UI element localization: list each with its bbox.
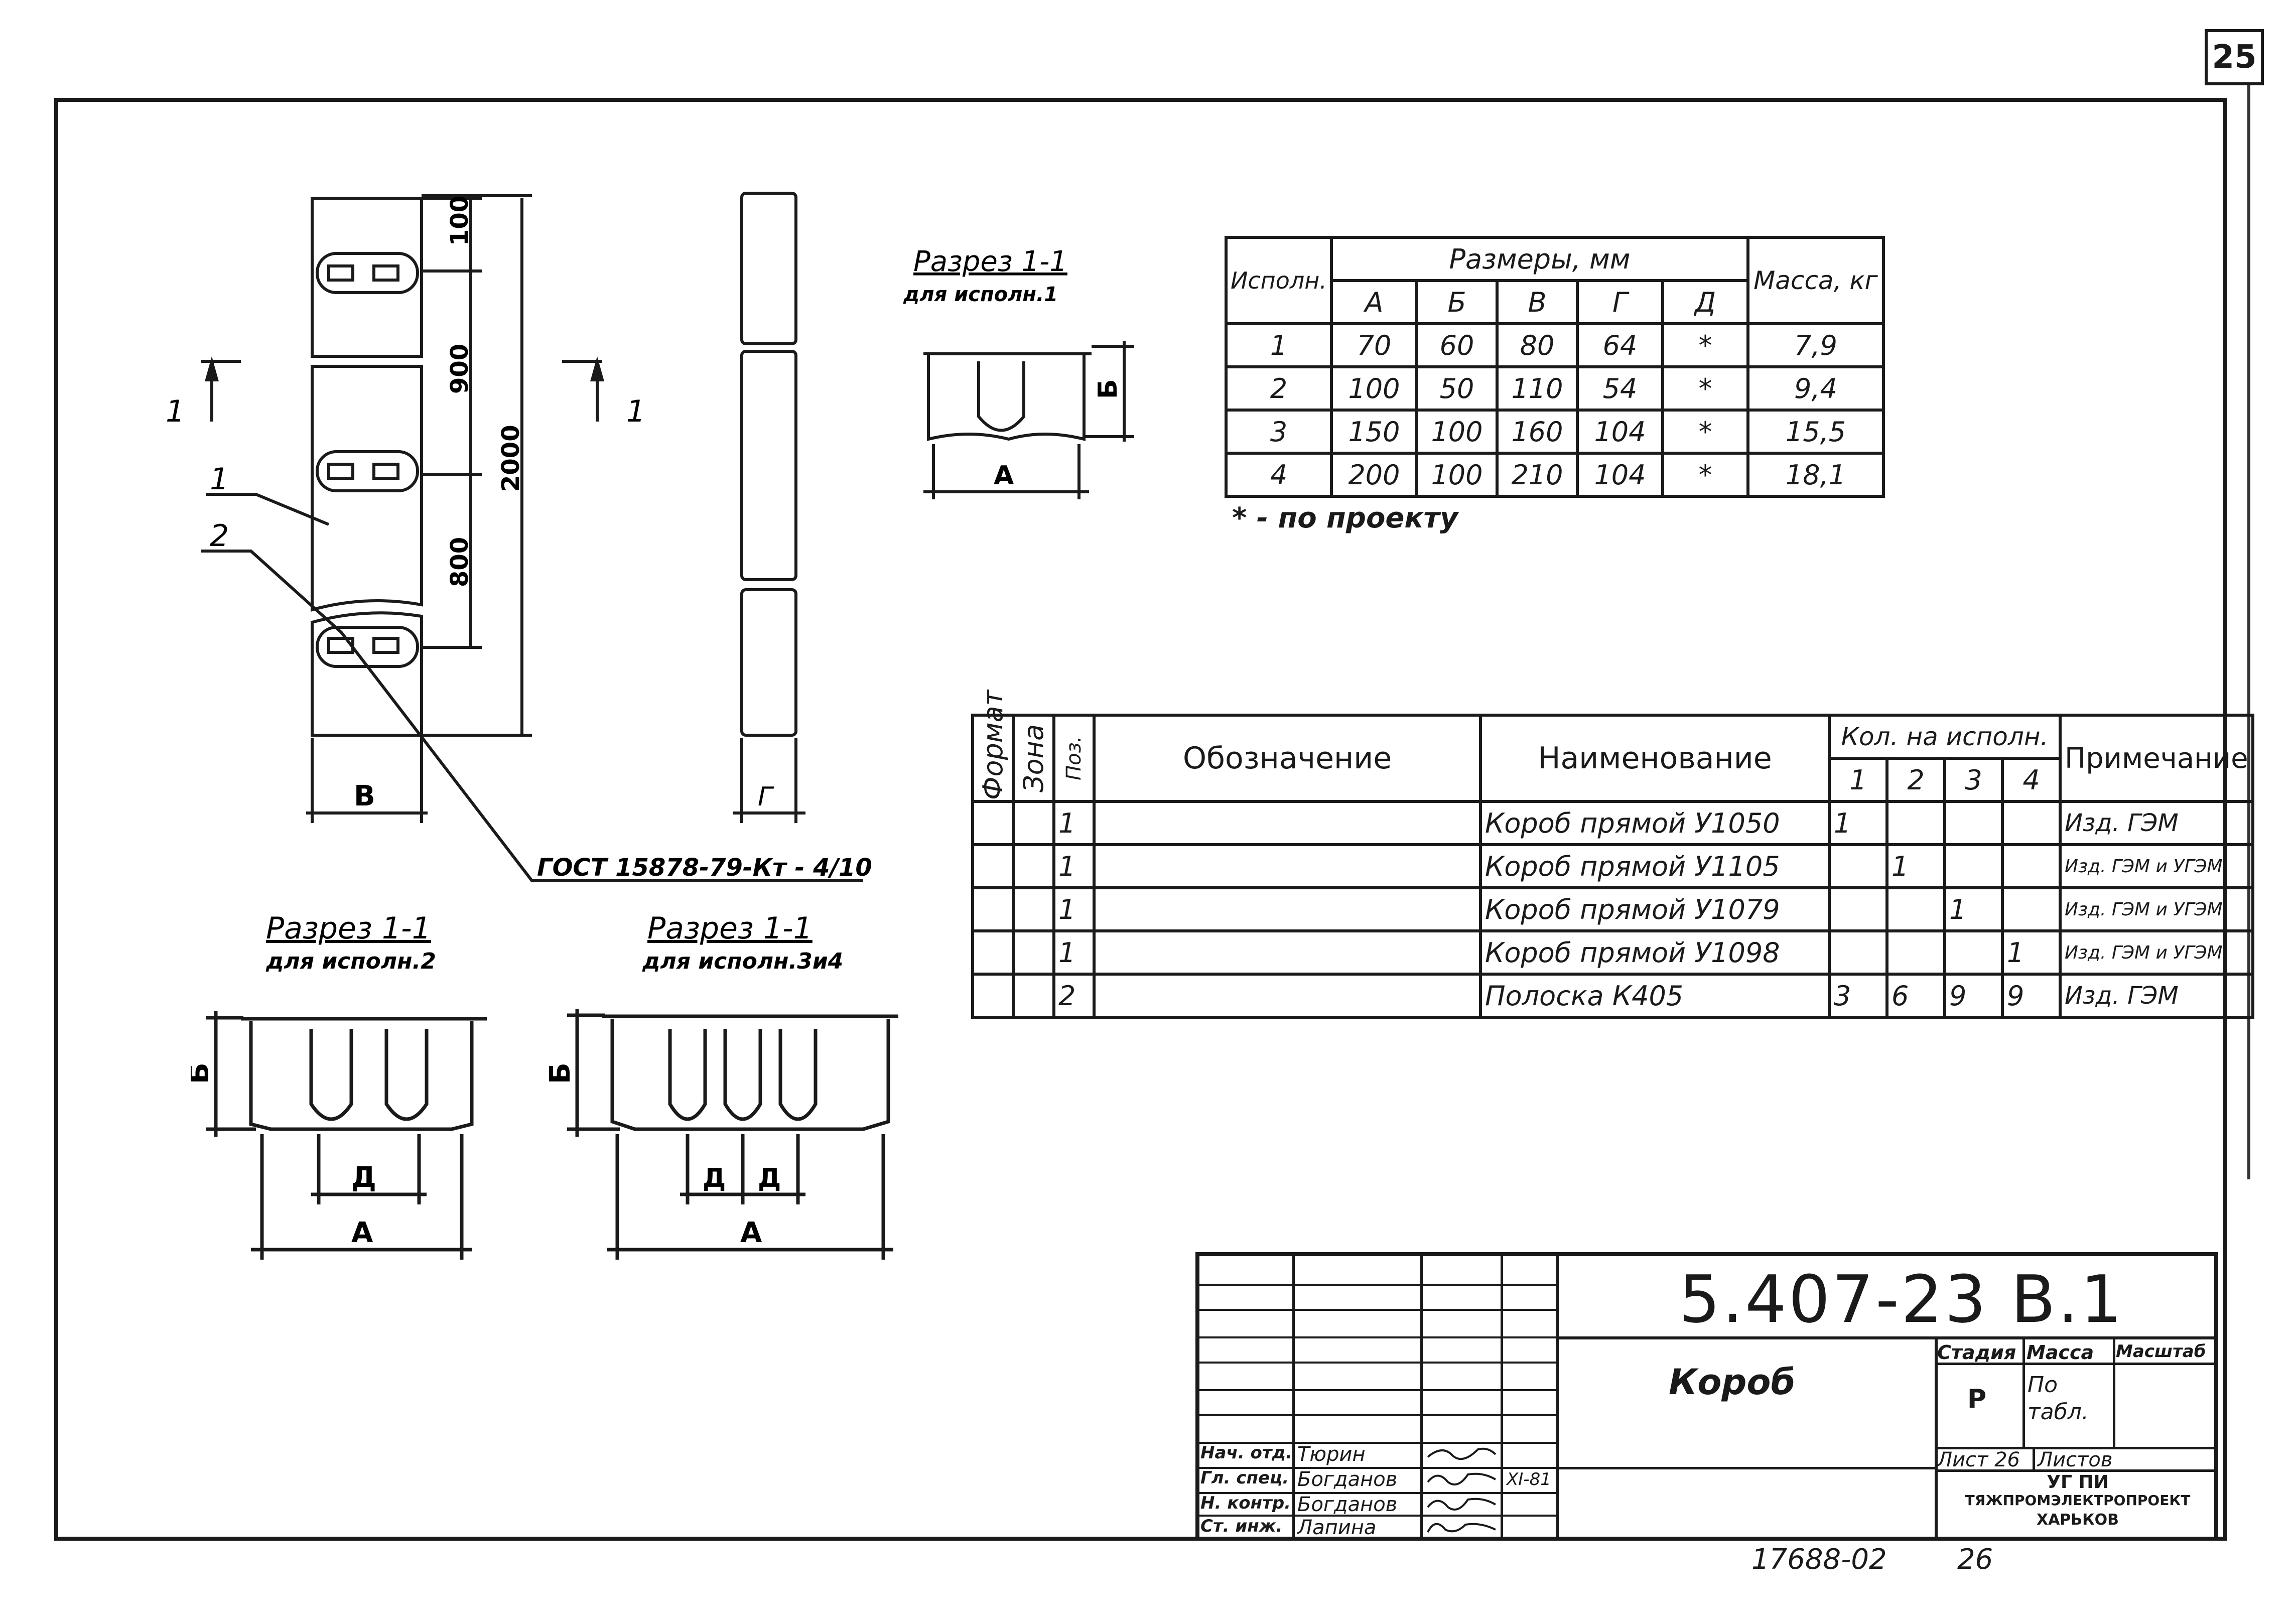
box-views-drawing: 1 1 1 2 100 900 800 2000 В Г ГОСТ 15878-… (166, 192, 872, 882)
slot-top (316, 252, 419, 294)
sheet-ref: 17688-02 (1751, 1543, 1887, 1576)
section3-dim-pitch-2: Д (758, 1163, 781, 1193)
title-block: 5.407-23 В.1 Короб Стадия Масса Масштаб … (1195, 1252, 2218, 1541)
name-4: Лапина (1297, 1516, 1377, 1539)
col-variant-header: Исполн. (1225, 236, 1333, 325)
sheet-label: Лист 26 (1937, 1448, 2020, 1471)
signature-3 (1427, 1498, 1497, 1511)
size-col-v: В (1496, 279, 1579, 325)
section3-title: Разрез 1-1 (647, 911, 813, 946)
front-view-middle-piece (311, 365, 423, 612)
col-mass-header: Масса, кг (1746, 236, 1885, 325)
col-sizes-header: Размеры, мм (1330, 236, 1749, 282)
size-col-a: А (1330, 279, 1418, 325)
dim-2000: 2000 (497, 425, 525, 492)
signature-2 (1427, 1472, 1497, 1485)
section3-dim-w: А (740, 1216, 762, 1249)
section3-dim-h: Б (544, 1062, 577, 1084)
side-view-top (740, 192, 797, 345)
section2-title: Разрез 1-1 (266, 911, 431, 946)
signature-4 (1427, 1523, 1496, 1533)
table-row: 1 Короб прямой У1105 1 Изд. ГЭМ и УГЭМ (971, 843, 2254, 889)
section2-dim-w: А (351, 1216, 373, 1249)
section3-subtitle: для исполн.3и4 (642, 949, 843, 974)
dimensions-table: Исполн. Размеры, мм Масса, кг А Б В Г Д … (1225, 236, 1885, 498)
date: XI-81 (1507, 1469, 1551, 1490)
stage-value: Р (1967, 1384, 1987, 1414)
name-1: Тюрин (1297, 1443, 1366, 1466)
mass-value: По табл. (2028, 1372, 2089, 1425)
pos-label-2: 2 (210, 518, 229, 554)
h-zone: Зона (1013, 715, 1054, 801)
dim-100: 100 (446, 196, 474, 246)
table-row: 1 Короб прямой У1079 1 Изд. ГЭМ и УГЭМ (971, 886, 2254, 932)
section-mark-right: 1 (626, 394, 645, 429)
sheets-label: Листов (2038, 1448, 2113, 1471)
size-col-g: Г (1576, 279, 1664, 325)
side-view-middle (740, 350, 797, 581)
h-designation: Обозначение (1093, 714, 1482, 803)
section2-dim-h: Б (191, 1062, 215, 1084)
org-line-3: ХАРЬКОВ (2036, 1511, 2119, 1529)
role-4: Ст. инж. (1200, 1516, 1283, 1536)
h-pos: Поз. (1054, 715, 1094, 801)
dim-table-footnote: * - по проекту (1232, 502, 1458, 534)
sheet-ref-2: 26 (1957, 1543, 1993, 1576)
section-variant-2: Разрез 1-1 для исполн.2 Д А Б (191, 911, 487, 1260)
h-stage: Стадия (1937, 1341, 2016, 1364)
section1-title: Разрез 1-1 (913, 246, 1067, 278)
specification-table: Формат Зона Поз. Обозначение Наименовани… (971, 690, 2254, 1019)
section2-subtitle: для исполн.2 (265, 949, 436, 974)
dim-900: 900 (446, 344, 474, 394)
h-scale: Масштаб (2116, 1341, 2206, 1362)
section1-dim-w: А (994, 461, 1014, 491)
h-qty: Кол. на исполн. (1828, 714, 2062, 760)
section3-dim-pitch-1: Д (703, 1163, 726, 1193)
dim-width-label: В (354, 780, 375, 813)
fastener-note: ГОСТ 15878-79-Кт - 4/10 (537, 854, 872, 882)
slot-bottom (316, 626, 419, 668)
signature-1 (1427, 1447, 1497, 1460)
org-line-2: ТЯЖПРОМЭЛЕКТРОПРОЕКТ (1965, 1492, 2191, 1509)
section2-dim-pitch: Д (351, 1161, 376, 1194)
name-2: Богданов (1297, 1468, 1398, 1491)
side-view-bottom (740, 588, 797, 737)
role-3: Н. контр. (1200, 1493, 1291, 1513)
doc-name: Короб (1669, 1362, 1796, 1403)
pos-label-1: 1 (210, 462, 229, 497)
role-1: Нач. отд. (1200, 1443, 1292, 1463)
h-format: Формат (973, 690, 1013, 801)
role-2: Гл. спец. (1200, 1468, 1289, 1488)
h-mass: Масса (2027, 1341, 2094, 1364)
signatures (1427, 1447, 1497, 1533)
size-col-b: Б (1415, 279, 1499, 325)
section1-dim-h: Б (1093, 379, 1123, 399)
org-line-1: УГ ПИ (2047, 1472, 2109, 1493)
dim-side-label: Г (758, 782, 774, 812)
section-variant-3-4: Разрез 1-1 для исполн.3и4 Д Д А Б (544, 911, 898, 1260)
name-3: Богданов (1297, 1493, 1398, 1516)
dim-800: 800 (446, 537, 474, 587)
section-mark-left: 1 (166, 394, 185, 429)
front-view-top-piece (311, 197, 423, 358)
size-col-d: Д (1661, 279, 1749, 325)
front-view-bottom-piece (311, 611, 423, 737)
h-name: Наименование (1479, 714, 1831, 803)
frame-edge-line (2247, 85, 2250, 1179)
section1-subtitle: для исполн.1 (903, 283, 1058, 306)
slot-middle (316, 450, 419, 492)
doc-number: 5.407-23 В.1 (1679, 1261, 2124, 1337)
h-note: Примечание (2059, 714, 2254, 803)
table-row: 1 Короб прямой У1098 1 Изд. ГЭМ и УГЭМ (971, 929, 2254, 976)
table-row: 1 Короб прямой У1050 1 Изд. ГЭМ (971, 800, 2254, 846)
section-variant-1: Разрез 1-1 для исполн.1 А Б (903, 246, 1134, 499)
page-number: 25 (2205, 29, 2264, 85)
